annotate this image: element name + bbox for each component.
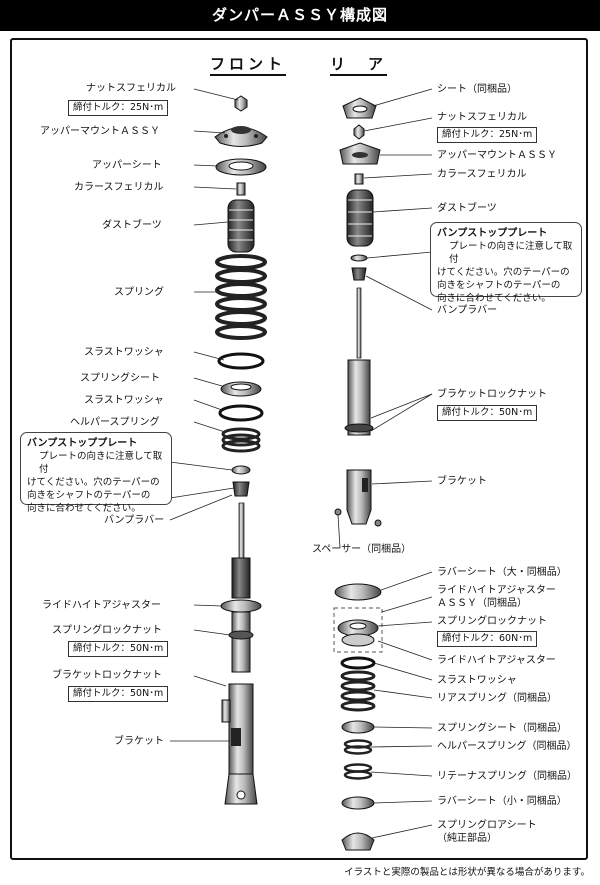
front-bump-plate-line-2: けてください。穴のテーパーの [27, 477, 160, 488]
rear-label-nut-spherical: ナットスフェリカル [437, 112, 527, 123]
rear-thrust-washer [340, 656, 376, 670]
front-bump-plate-line-3: 向きをシャフトのテーパーの [27, 490, 151, 501]
front-collar-spherical [236, 182, 246, 196]
rear-label-collar-spherical: カラースフェリカル [437, 169, 527, 180]
rear-label-ride-height-assy-2: ＡＳＳＹ（同梱品） [437, 598, 527, 609]
rear-label-rubber-sheet-small: ラバーシート（小・同梱品） [437, 796, 567, 807]
front-label-helper-spring: ヘルパースプリング [70, 417, 160, 428]
front-bump-rubber [232, 481, 250, 497]
rear-label-spacer: スペーサー（同梱品） [312, 544, 412, 555]
front-nut-spherical [234, 95, 248, 112]
rear-label-ride-height-assy-1: ライドハイトアジャスター [437, 585, 556, 596]
rear-bump-plate-title: バンプストッププレート [437, 228, 548, 239]
diagram-frame [10, 38, 588, 860]
rear-damper-body [334, 287, 382, 527]
rear-bump-plate-line-3: 向きをシャフトのテーパーの [437, 280, 561, 291]
front-bump-plate-title: バンプストッププレート [27, 438, 138, 449]
front-label-thrust-washer-2: スラストワッシャ [84, 395, 164, 406]
rear-retainer-spring [343, 763, 373, 780]
rear-bump-plate-line-4: 向きに合わせてください。 [437, 293, 551, 304]
rear-label-dust-boots: ダストブーツ [437, 203, 497, 214]
front-label-spring: スプリング [114, 287, 164, 298]
rear-label-retainer-spring: リテーナスプリング（同梱品） [437, 771, 577, 782]
rear-helper-spring [343, 739, 373, 755]
rear-bump-plate [350, 254, 368, 262]
front-upper-mount [214, 126, 268, 147]
rear-label-spring-lower-sheet-1: スプリングロアシート [437, 820, 537, 831]
rear-label-spring-sheet: スプリングシート（同梱品） [437, 723, 567, 734]
front-spring-sheet [220, 381, 262, 397]
front-bump-plate-note: バンプストッププレート プレートの向きに注意して取付 けてください。穴のテーパー… [20, 432, 172, 514]
rear-ride-height-assy [337, 619, 379, 647]
front-bump-plate-line-1: プレートの向きに注意して取付 [39, 451, 163, 475]
front-torque-nut: 締付トルク：25N･m [68, 100, 169, 116]
front-thrust-washer-2 [218, 404, 264, 422]
front-upper-sheet [215, 158, 267, 176]
rear-upper-mount [339, 142, 381, 165]
front-label-dust-boots: ダストブーツ [102, 220, 162, 231]
rear-label-thrust-washer: スラストワッシャ [437, 675, 517, 686]
rear-label-rear-spring: リアスプリング（同梱品） [437, 693, 557, 704]
front-bump-plate [231, 465, 251, 475]
front-label-nut-spherical: ナットスフェリカル [86, 83, 176, 94]
front-label-bump-rubber: バンプラバー [104, 515, 165, 526]
rear-torque-spring-lock: 締付トルク：60N･m [437, 631, 538, 647]
rear-label-bump-rubber: バンプラバー [437, 305, 498, 316]
front-label-collar-spherical: カラースフェリカル [74, 182, 164, 193]
rear-label-spring-lock-nut: スプリングロックナット [437, 616, 547, 627]
rear-sheet [342, 97, 377, 119]
rear-rubber-sheet-small [341, 796, 375, 810]
rear-torque-nut: 締付トルク：25N･m [437, 127, 538, 143]
page-title: ダンパーＡＳＳＹ構成図 [0, 0, 600, 31]
rear-label-bracket-lock-nut: ブラケットロックナット [437, 389, 547, 400]
rear-bump-plate-line-2: けてください。穴のテーパーの [437, 267, 570, 278]
rear-bump-plate-note: バンプストッププレート プレートの向きに注意して取付 けてください。穴のテーパー… [430, 222, 582, 304]
rear-label-upper-mount: アッパーマウントＡＳＳＹ [437, 150, 557, 161]
front-bump-plate-line-4: 向きに合わせてください。 [27, 503, 141, 514]
rear-bump-rubber [351, 267, 367, 281]
rear-torque-bracket-lock: 締付トルク：50N･m [437, 405, 538, 421]
rear-label-ride-height-adjuster: ライドハイトアジャスター [437, 655, 556, 666]
rear-spring [340, 670, 376, 712]
front-label-bracket: ブラケット [114, 736, 164, 747]
front-torque-bracket-lock: 締付トルク：50N･m [68, 686, 169, 702]
front-label-thrust-washer-1: スラストワッシャ [84, 347, 164, 358]
rear-ride-height-assy-outline [333, 607, 383, 653]
rear-bump-plate-line-1: プレートの向きに注意して取付 [449, 241, 573, 265]
rear-dust-boots [346, 189, 374, 247]
rear-label-helper-spring: ヘルパースプリング（同梱品） [437, 741, 577, 752]
front-label-ride-height-adjuster: ライドハイトアジャスター [42, 600, 161, 611]
front-spring [215, 254, 267, 340]
front-label-spring-sheet: スプリングシート [80, 373, 160, 384]
front-label-spring-lock-nut: スプリングロックナット [52, 625, 162, 636]
rear-nut-spherical [353, 124, 365, 140]
rear-spring-lower-sheet [341, 832, 375, 851]
front-heading: フロント [210, 53, 287, 76]
rear-spring-sheet [341, 720, 375, 734]
rear-collar-spherical [354, 173, 364, 185]
front-label-bracket-lock-nut: ブラケットロックナット [52, 670, 162, 681]
rear-heading: リ ア [330, 53, 388, 76]
front-label-upper-mount: アッパーマウントＡＳＳＹ [40, 126, 160, 137]
front-thrust-washer-1 [217, 352, 265, 370]
front-label-upper-sheet: アッパーシート [92, 160, 162, 171]
rear-label-rubber-sheet-large: ラバーシート（大・同梱品） [437, 567, 567, 578]
footnote: イラストと実際の製品とは形状が異なる場合があります。 [344, 867, 590, 878]
front-dust-boots [227, 199, 255, 253]
rear-label-bracket: ブラケット [437, 476, 487, 487]
front-torque-spring-lock: 締付トルク：50N･m [68, 641, 169, 657]
rear-rubber-sheet-large [334, 583, 382, 601]
rear-label-sheet: シート（同梱品） [437, 84, 517, 95]
front-helper-spring [221, 427, 261, 453]
front-damper-body [220, 502, 262, 805]
rear-label-spring-lower-sheet-2: （純正部品） [437, 833, 497, 844]
